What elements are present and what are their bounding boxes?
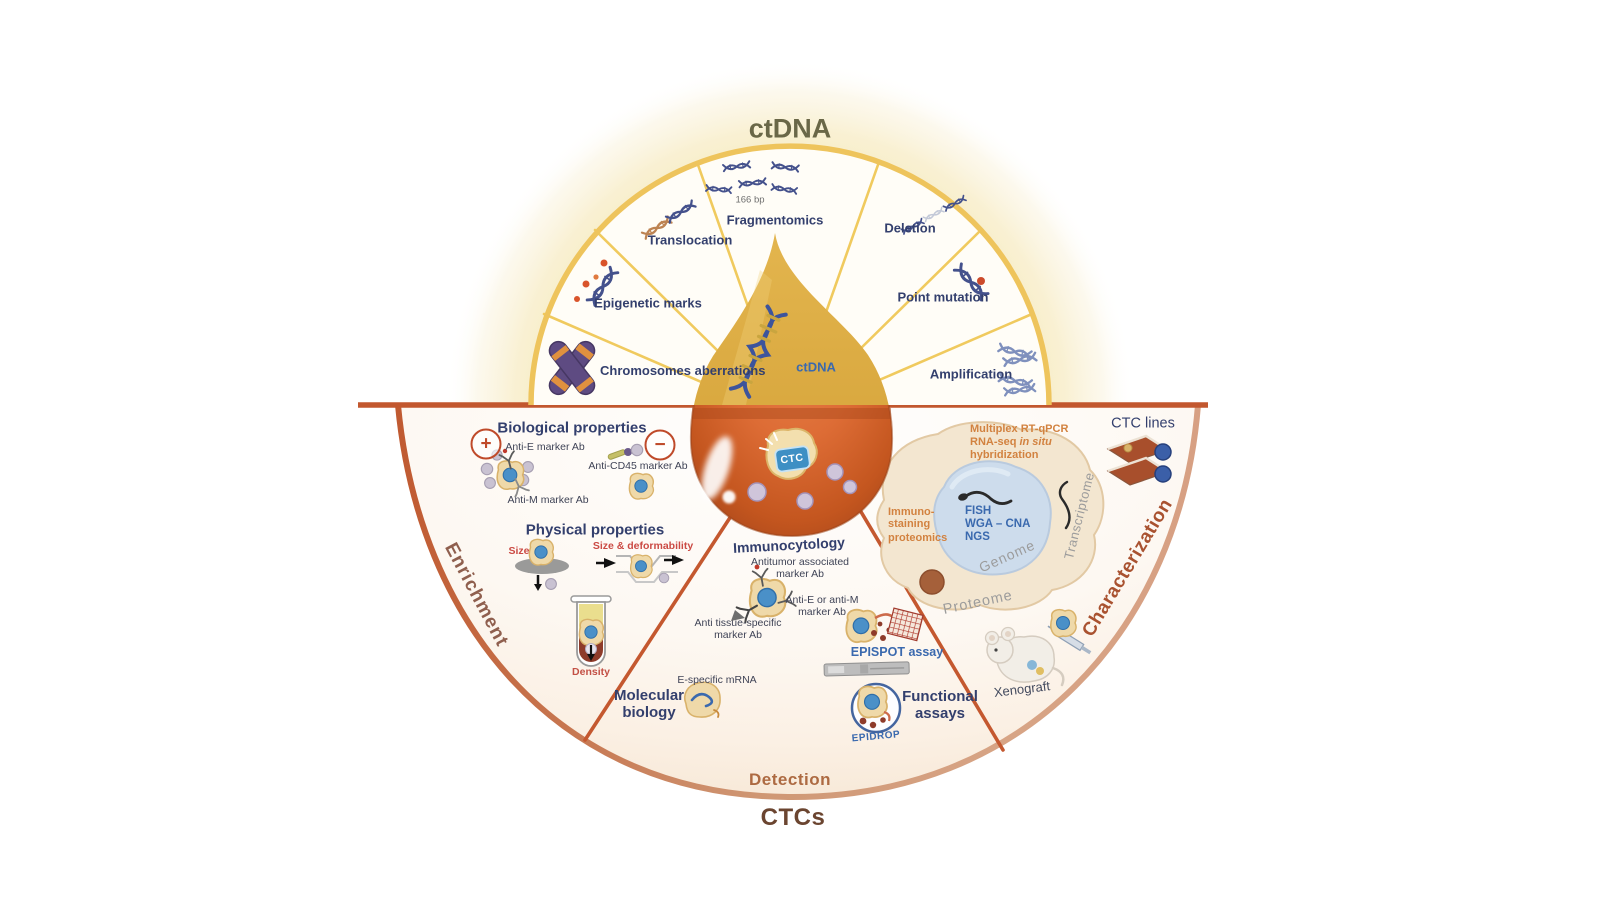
tissue-marker-icon <box>731 610 745 621</box>
ctc-cell-map <box>876 421 1105 611</box>
epispot-assay-label: EPISPOT assay <box>850 644 944 659</box>
dna-epigenetic-marks-icon <box>574 259 620 307</box>
blood-cell-icon <box>826 463 844 481</box>
segment-label-deletion: Deletion <box>884 220 936 236</box>
molecular-biology-cell-icon <box>683 681 721 718</box>
positive-selection-icon: + <box>470 428 502 460</box>
ctdna-wheel-ring <box>528 143 1052 406</box>
segment-label-point-mutation: Point mutation <box>897 289 989 305</box>
ctdna-title: ctDNA <box>748 113 832 144</box>
proteomics-line: proteomics <box>888 532 948 544</box>
size-filter-icon <box>515 538 569 591</box>
size-label: Size <box>508 544 530 557</box>
ctcs-sector-dividers <box>583 488 1005 752</box>
immuno-line: Immuno- <box>888 506 935 518</box>
anti-tissue-marker-label: Anti tissue-specific marker Ab <box>694 616 782 641</box>
segment-label-translocation: Translocation <box>647 232 733 248</box>
size-deformability-label: Size & deformability <box>592 539 694 552</box>
drop-highlight <box>701 436 733 500</box>
anti-m-marker-label: Anti-M marker Ab <box>507 493 589 506</box>
positive-selection-cluster <box>480 448 534 498</box>
density-label: Density <box>572 665 610 678</box>
negative-selection-icon: − <box>644 429 676 461</box>
biological-properties-heading: Biological properties <box>497 419 647 437</box>
multiplex-rtqpcr-line: Multiplex RT-qPCR <box>970 423 1069 435</box>
segment-label-amplification: Amplification <box>929 366 1013 382</box>
blood-cell-icon <box>842 479 858 495</box>
chromosome-icon <box>548 340 596 396</box>
anti-e-marker-label: Anti-E marker Ab <box>505 440 585 453</box>
deformability-channel-icon <box>596 554 684 584</box>
injected-cell-icon <box>1050 608 1077 638</box>
sparkle-icon <box>759 432 778 451</box>
blood-drop <box>689 233 894 538</box>
segment-label-fragmentomics: Fragmentomics <box>726 212 824 228</box>
e-specific-mrna-label: E-specific mRNA <box>677 673 757 686</box>
anti-cd45-marker-label: Anti-CD45 marker Ab <box>588 459 688 472</box>
drop-ctdna-label: ctDNA <box>796 359 836 375</box>
density-tube-icon <box>570 595 612 667</box>
blood-cell-icon <box>796 492 814 510</box>
segment-label-epigenetic-marks: Epigenetic marks <box>594 295 702 311</box>
segment-label-chromosomes-aberrations: Chromosomes aberrations <box>600 363 766 378</box>
anti-e-or-m-marker-label: Anti-E or anti-M marker Ab <box>785 593 859 618</box>
hybridization-line: hybridization <box>970 449 1039 461</box>
xenograft-mouse-icon <box>984 626 1065 687</box>
insitu-text: in situ <box>1019 436 1052 448</box>
wga-cna-label: WGA – CNA <box>965 518 1031 530</box>
detection-section-label: Detection <box>749 770 831 790</box>
physical-properties-heading: Physical properties <box>525 521 665 539</box>
dna-strand-squiggle-icon <box>964 490 1013 505</box>
immunostained-ctc-icon <box>731 564 797 624</box>
ngs-label: NGS <box>965 531 990 543</box>
microfluidic-slide-icon <box>823 661 910 677</box>
genome-nucleus <box>933 460 1052 576</box>
ctcs-title: CTCs <box>760 804 826 832</box>
epispot-assay-icon <box>845 607 924 644</box>
staining-line: staining <box>888 518 931 530</box>
antibody-tag-icon <box>502 448 508 454</box>
functional-assays-heading: Functional assays <box>902 687 978 722</box>
rnaseq-text: RNA-seq <box>970 436 1017 448</box>
blood-cell-icon <box>747 482 767 502</box>
dna-point-mutation-icon <box>952 262 990 302</box>
ctcs-arc <box>395 404 1201 801</box>
proteome-dot-icon <box>919 569 945 595</box>
rna-squiggle-icon <box>1058 480 1071 530</box>
epidrop-assay-icon <box>850 682 902 734</box>
ctc-cell-icon <box>759 427 818 480</box>
culture-flasks-icon <box>1106 434 1172 486</box>
antitumor-marker-label: Antitumor associated marker Ab <box>750 555 850 580</box>
ctc-lines-label: CTC lines <box>1111 415 1175 432</box>
negative-selection-cluster <box>607 443 655 500</box>
fragment-size-note: 166 bp <box>735 194 765 206</box>
fish-label: FISH <box>965 505 992 517</box>
molecular-biology-heading: Molecular biology <box>613 686 685 721</box>
